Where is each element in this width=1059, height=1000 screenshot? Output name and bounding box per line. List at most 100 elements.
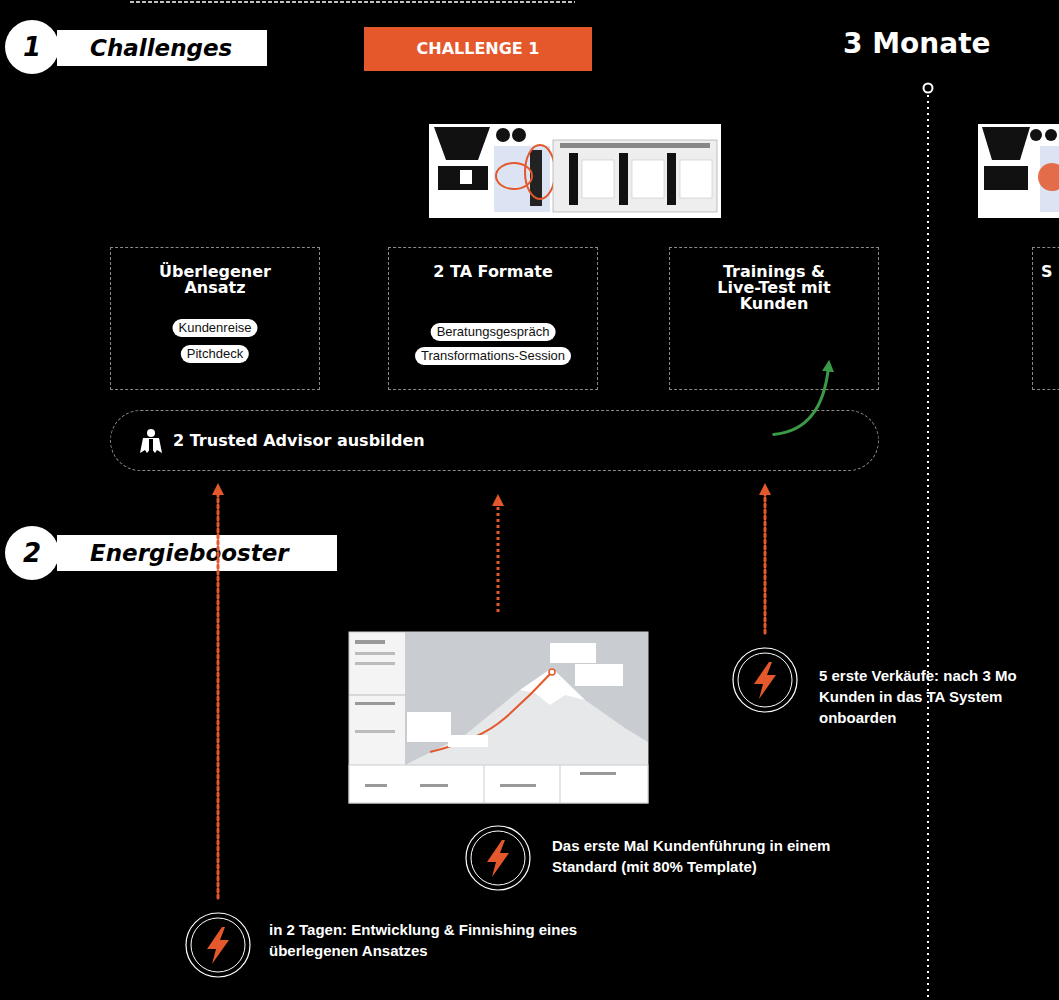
step-number-text: 2	[23, 538, 41, 568]
thumbnail-line	[355, 662, 395, 665]
step-number: 2	[5, 526, 59, 580]
thumbnail-divider	[484, 765, 485, 803]
hero-cape	[140, 438, 162, 453]
thumbnail-line	[420, 784, 448, 787]
step-number: 1	[5, 20, 59, 74]
dotted-arrow	[764, 489, 767, 633]
thumbnail-line	[500, 784, 536, 787]
booster-text: Das erste Mal Kundenführung in einem Sta…	[552, 835, 837, 877]
top-rule	[130, 1, 575, 3]
card-title: S	[1041, 264, 1053, 280]
thumbnail-funnel	[982, 127, 1030, 160]
thumbnail-dot	[1045, 129, 1057, 141]
tag-pill: Beratungsgespräch	[431, 323, 556, 341]
curved-arrow	[774, 366, 829, 435]
booster-text: 5 erste Verkäufe: nach 3 Mo Kunden in da…	[819, 665, 1057, 728]
bolt-ring	[738, 653, 792, 707]
thumbnail-row	[349, 765, 648, 803]
thumbnail-dot	[496, 128, 510, 142]
bolt-icon	[465, 825, 531, 891]
thumbnail-line	[580, 772, 616, 775]
thumbnail-dot	[1030, 129, 1042, 141]
thumbnail-card	[448, 735, 488, 747]
thumbnail-card	[575, 664, 623, 686]
thumbnail-column	[569, 153, 578, 205]
section-title: Energiebooster	[57, 535, 337, 571]
thumbnail-box	[984, 166, 1028, 190]
card-title: Überlegener Ansatz	[141, 264, 289, 296]
tag-pill: Pitchdeck	[181, 345, 249, 363]
tag-pill: Kundenreise	[173, 319, 258, 337]
thumbnail-column	[667, 153, 676, 205]
mountain-path	[430, 672, 552, 752]
bolt-ring	[186, 913, 250, 977]
thumbnail-panel	[494, 146, 550, 212]
step-number-text: 1	[23, 32, 41, 62]
badge-text: CHALLENGE 1	[364, 27, 592, 71]
challenge-card: 2 TA FormateBeratungsgesprächTransformat…	[388, 247, 598, 390]
bolt-shape	[487, 840, 509, 877]
thumbnail-line	[355, 640, 385, 644]
booster-text: in 2 Tagen: Entwicklung & Finnishing ein…	[269, 919, 589, 961]
thumbnail-line	[355, 702, 395, 705]
thumbnail-card	[407, 712, 451, 742]
challenge-badge: CHALLENGE 1	[364, 27, 592, 71]
bolt-ring	[471, 831, 525, 885]
booster-circle: in 2 Tagen: Entwicklung & Finnishing ein…	[185, 912, 251, 978]
bolt-ring	[466, 826, 530, 890]
booster-circle: 5 erste Verkäufe: nach 3 Mo Kunden in da…	[732, 647, 798, 713]
bolt-icon	[185, 912, 251, 978]
mountain-thumbnail	[349, 632, 648, 803]
hero-head	[147, 429, 155, 437]
thumbnail-cell	[582, 160, 614, 198]
thumbnail-highlight	[1038, 163, 1059, 191]
thumbnail-funnel	[434, 127, 490, 160]
pill-text: Transformations-Session	[421, 347, 565, 365]
thumbnail-card	[550, 643, 596, 663]
thumbnail	[978, 124, 1059, 218]
pill-text: Beratungsgespräch	[437, 323, 550, 341]
thumbnail-dot	[512, 128, 526, 142]
bolt-ring	[191, 918, 245, 972]
thumbnail-divider	[560, 765, 561, 803]
thumbnail-cell	[680, 160, 712, 198]
thumbnail-line	[365, 784, 387, 787]
mountain-peak	[549, 669, 555, 675]
card-title: 2 TA Formate	[419, 264, 567, 280]
timeline-dot	[924, 84, 933, 93]
mountain-snow	[520, 668, 585, 705]
timeline-line	[927, 95, 929, 1000]
goal-band: 2 Trusted Advisor ausbilden	[110, 410, 879, 471]
section-tag: Challenges	[57, 30, 267, 66]
card-title: Trainings & Live-Test mit Kunden	[700, 264, 848, 312]
bolt-ring	[733, 648, 797, 712]
thumbnail-divider	[349, 695, 405, 696]
thumbnail-line	[355, 652, 395, 655]
thumbnail-panel	[553, 140, 717, 212]
dotted-arrow	[497, 500, 500, 612]
section-title: Challenges	[57, 30, 267, 66]
pill-text: Kundenreise	[179, 319, 252, 337]
bolt-icon	[732, 647, 798, 713]
section-tag: Energiebooster	[57, 535, 337, 571]
thumbnail-highlight	[496, 163, 532, 189]
mountain-panel	[405, 632, 648, 765]
thumbnail-panel	[1040, 146, 1059, 212]
bolt-shape	[754, 662, 776, 699]
challenge-card: S	[1032, 247, 1059, 390]
thumbnail-highlight	[525, 145, 555, 199]
tag-pill: Transformations-Session	[415, 347, 571, 365]
thumbnail-box	[460, 170, 472, 184]
duration-label: 3 Monate	[843, 27, 991, 61]
band-text: 2 Trusted Advisor ausbilden	[173, 431, 425, 451]
mountain-shape	[405, 668, 648, 765]
hero-icon	[139, 428, 163, 454]
booster-circle: Das erste Mal Kundenführung in einem Sta…	[465, 825, 531, 891]
thumbnail-line	[355, 730, 395, 733]
thumbnail-cell	[632, 160, 664, 198]
pill-text: Pitchdeck	[187, 345, 243, 363]
bolt-shape	[207, 927, 229, 964]
thumbnail	[429, 124, 721, 218]
challenge-card: Überlegener AnsatzKundenreisePitchdeck	[110, 247, 320, 390]
